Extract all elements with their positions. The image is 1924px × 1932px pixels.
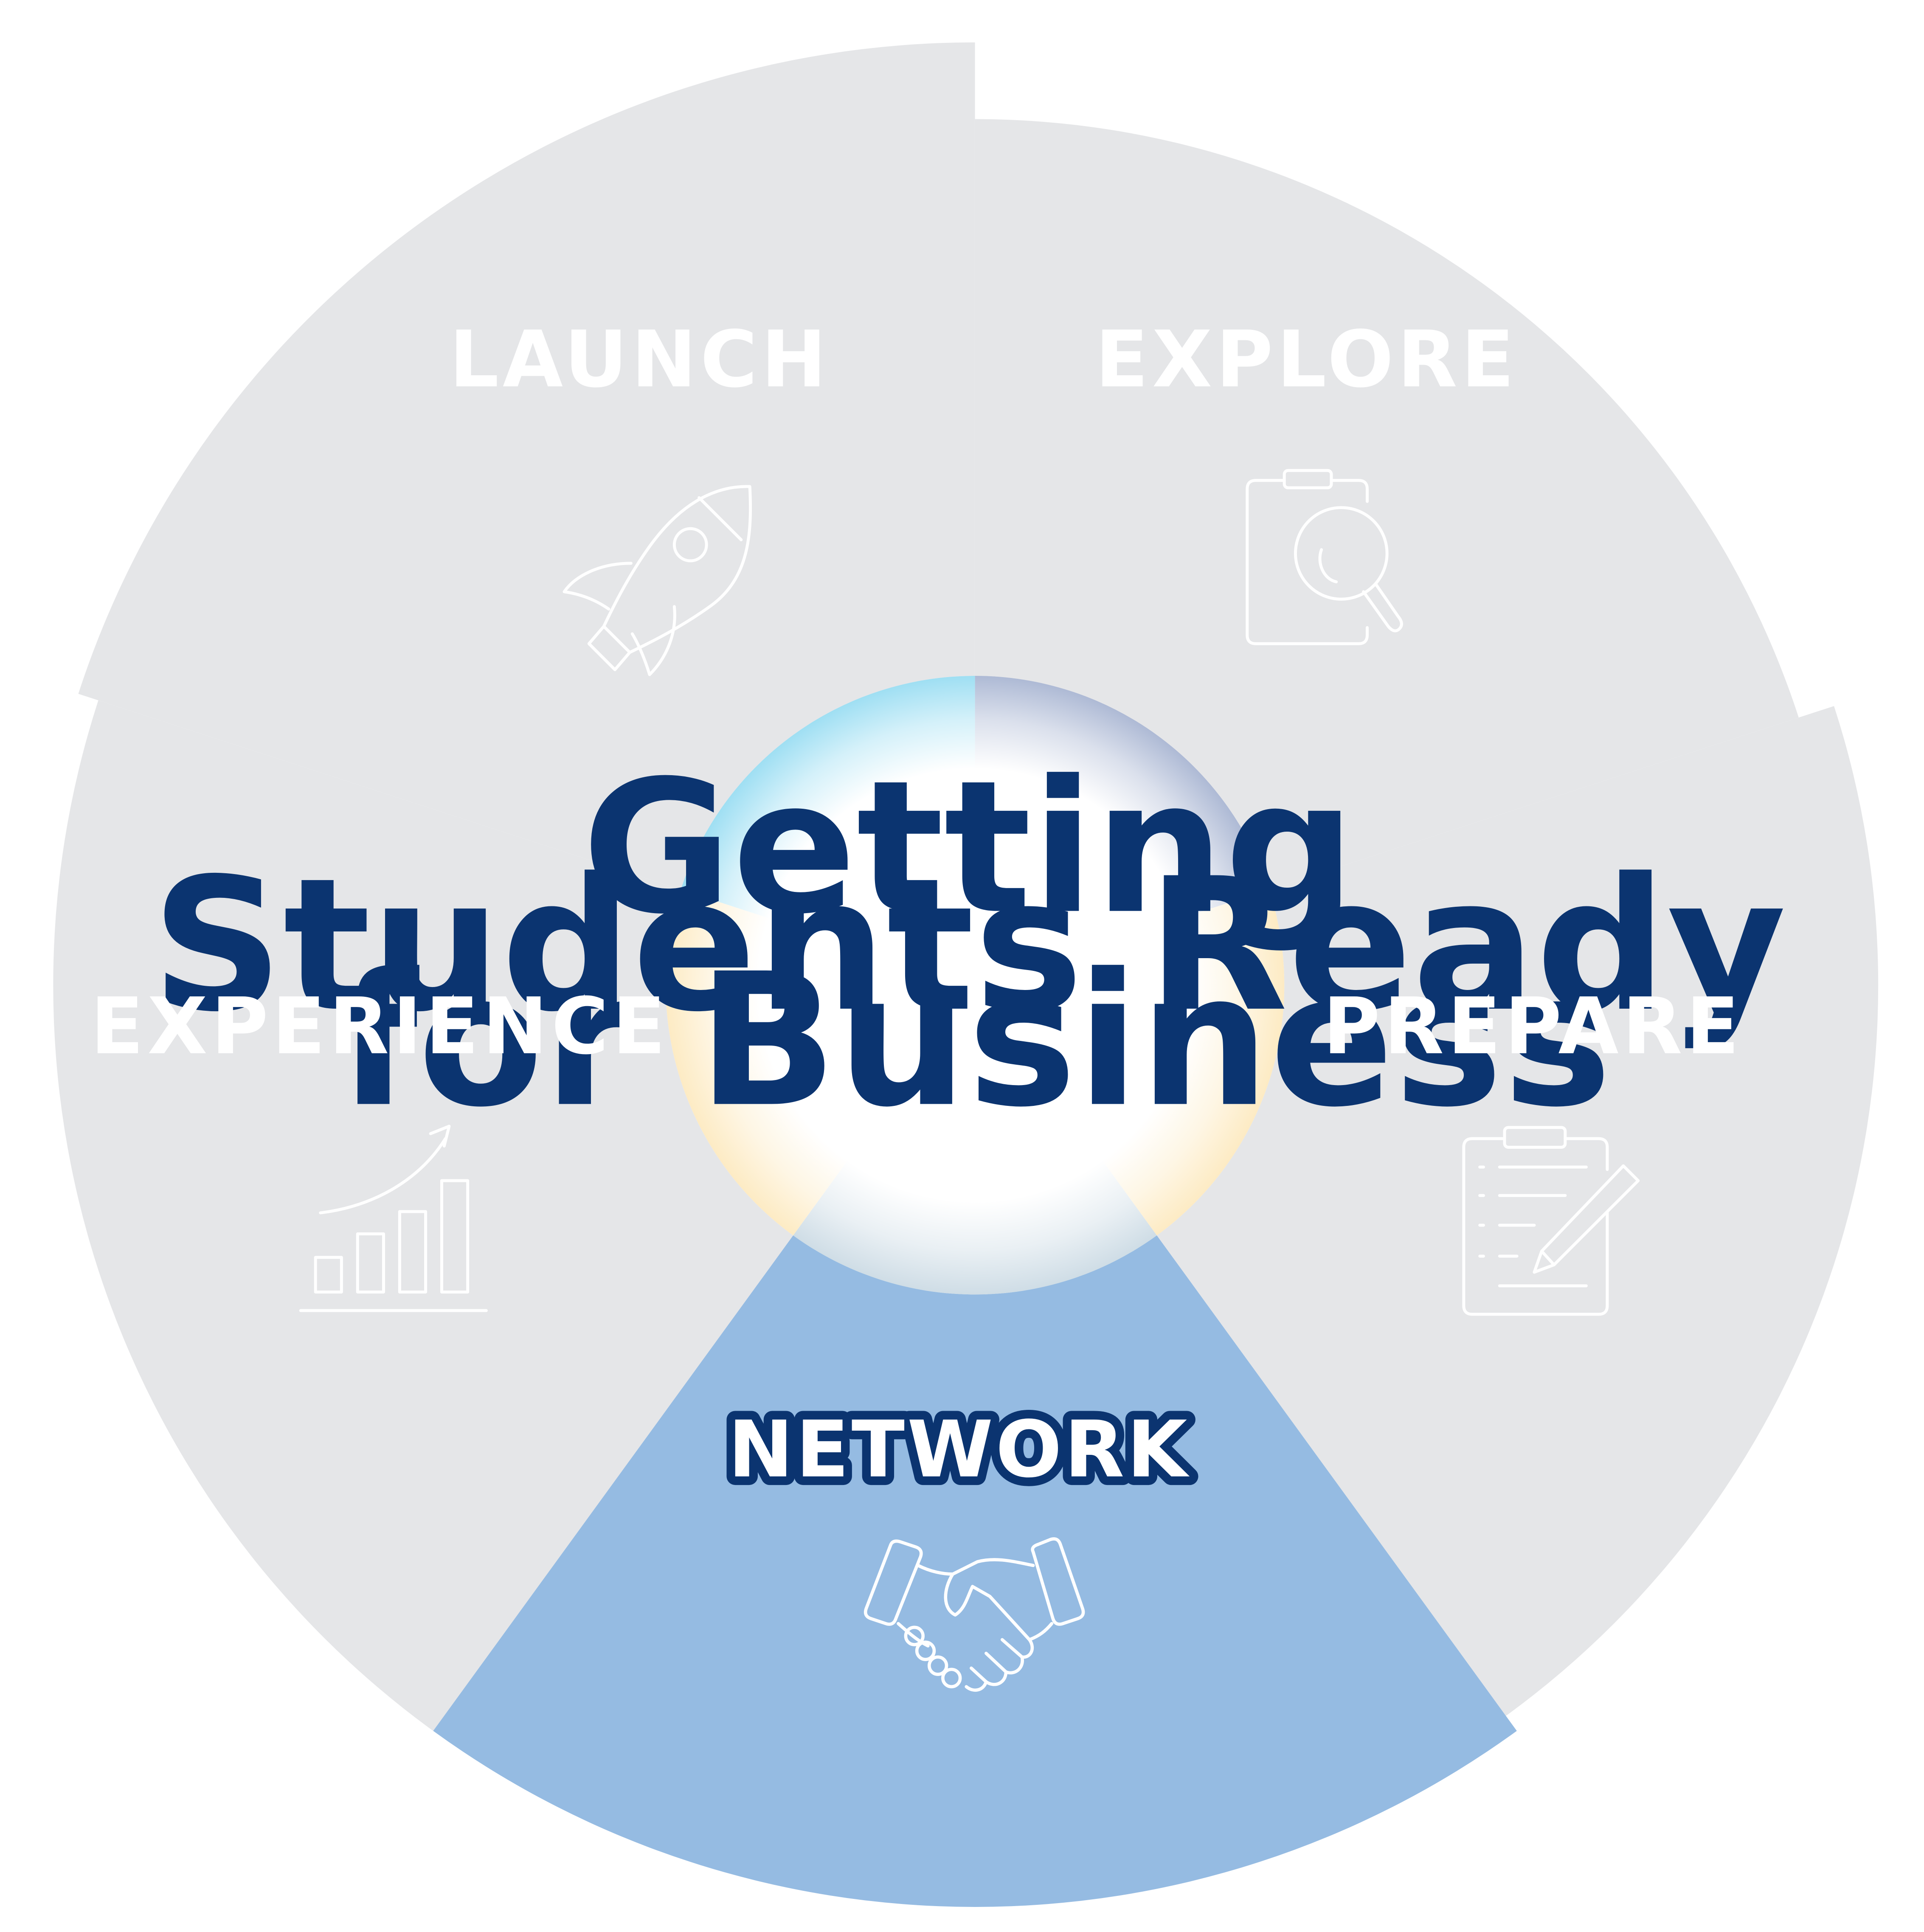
clipboard-pencil-icon xyxy=(1462,1126,1640,1316)
segment-experience[interactable] xyxy=(53,700,793,1731)
segment-label-explore[interactable]: EXPLORE xyxy=(1095,315,1518,405)
center-title-line-2: Students Ready xyxy=(151,839,1786,1052)
center-title-line-3: for Business xyxy=(338,934,1612,1147)
segment-label-launch[interactable]: LAUNCH xyxy=(449,315,830,405)
segment-launch[interactable] xyxy=(78,42,975,890)
segment-label-experience[interactable]: EXPERIENCE xyxy=(90,981,669,1072)
segment-explore[interactable] xyxy=(975,119,1799,890)
handshake-icon xyxy=(864,1537,1085,1692)
center-title-line-1: Getting xyxy=(582,741,1356,954)
growth-chart-icon xyxy=(299,1125,488,1312)
center-title: Getting Students Ready for Business xyxy=(151,741,1786,1147)
cycle-segments xyxy=(53,42,1879,1907)
segment-label-prepare[interactable]: PREPARE xyxy=(1323,981,1743,1072)
segment-prepare[interactable] xyxy=(1156,706,1879,1716)
segment-network[interactable] xyxy=(433,1235,1517,1907)
center-glow xyxy=(665,676,1285,1295)
segment-label-network[interactable]: NETWORK xyxy=(720,1396,1196,1504)
rocket-icon xyxy=(563,485,752,676)
clipboard-search-icon xyxy=(1246,469,1403,645)
